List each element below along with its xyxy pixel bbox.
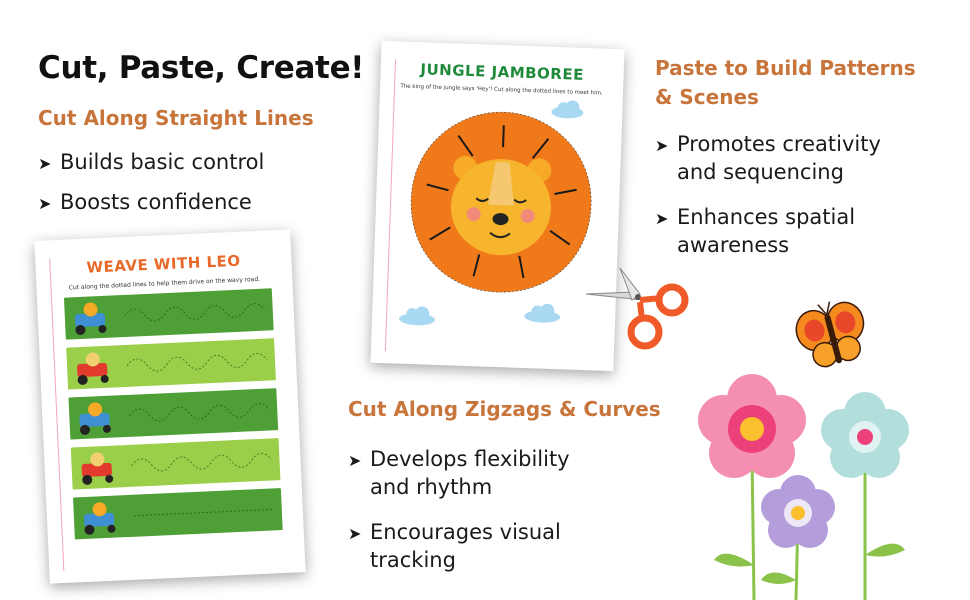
bullet-text: Develops flexibility and rhythm xyxy=(370,445,570,501)
heading-line: Paste to Build Patterns xyxy=(655,56,916,80)
margin-line xyxy=(384,59,398,352)
bullet-line: awareness xyxy=(677,233,790,257)
bullet-line: Enhances spatial xyxy=(677,205,856,229)
bullet-line: tracking xyxy=(370,548,456,572)
wavy-line xyxy=(131,452,272,472)
bullet-line: Encourages visual xyxy=(370,520,561,544)
cloud-icon xyxy=(524,303,561,323)
worksheet-subtitle: The king of the jungle says 'Hey'! Cut a… xyxy=(400,83,603,97)
worksheet-weave-with-leo: WEAVE WITH LEO Cut along the dotted line… xyxy=(34,229,306,584)
bullet-line: and sequencing xyxy=(677,160,844,184)
heading-zigzags-curves: Cut Along Zigzags & Curves xyxy=(348,397,661,421)
arrow-bullet-icon: ➤ xyxy=(348,524,362,543)
bullet-item: ➤ Builds basic control xyxy=(38,148,264,178)
tractor-icon xyxy=(74,302,107,335)
worksheet-title: WEAVE WITH LEO xyxy=(86,251,241,277)
bullet-item: ➤ Enhances spatial awareness xyxy=(655,203,855,259)
wavy-line xyxy=(128,402,270,422)
tractor-icon xyxy=(81,452,114,485)
cutting-strip xyxy=(66,338,276,390)
bullet-text: Boosts confidence xyxy=(60,190,252,214)
worksheet-jungle-jamboree: JUNGLE JAMBOREE The king of the jungle s… xyxy=(370,40,625,372)
heading-straight-lines: Cut Along Straight Lines xyxy=(38,106,314,130)
scissors-icon xyxy=(585,267,689,350)
arrow-bullet-icon: ➤ xyxy=(655,209,669,228)
arrow-bullet-icon: ➤ xyxy=(655,136,669,155)
arrow-bullet-icon: ➤ xyxy=(38,154,52,173)
heading-line: & Scenes xyxy=(655,85,759,109)
bullet-text: Enhances spatial awareness xyxy=(677,203,855,259)
tractor-icon xyxy=(83,502,116,535)
heading-paste-patterns: Paste to Build Patterns & Scenes xyxy=(655,54,916,112)
bullet-item: ➤ Promotes creativity and sequencing xyxy=(655,130,881,186)
bullet-line: Promotes creativity xyxy=(677,132,881,156)
cutting-strip xyxy=(68,388,279,440)
lion-icon xyxy=(410,111,592,293)
wavy-line xyxy=(133,508,274,517)
bullet-text: Promotes creativity and sequencing xyxy=(677,130,881,186)
tractor-icon xyxy=(77,352,109,385)
butterfly-icon xyxy=(795,301,865,368)
margin-line xyxy=(49,258,66,572)
cloud-icon xyxy=(399,306,435,326)
worksheet-title: JUNGLE JAMBOREE xyxy=(420,60,585,84)
cloud-icon xyxy=(551,100,584,119)
tractor-icon xyxy=(79,402,111,435)
flower-icon xyxy=(698,374,909,600)
arrow-bullet-icon: ➤ xyxy=(348,451,362,470)
cutting-strip xyxy=(63,288,274,340)
cutting-strip xyxy=(73,488,283,540)
bullet-text: Encourages visual tracking xyxy=(370,518,561,574)
bullet-text: Builds basic control xyxy=(60,150,265,174)
page-title: Cut, Paste, Create! xyxy=(38,50,365,86)
wavy-line xyxy=(126,353,268,372)
bullet-item: ➤ Boosts confidence xyxy=(38,188,252,218)
bullet-item: ➤ Develops flexibility and rhythm xyxy=(348,445,570,501)
arrow-bullet-icon: ➤ xyxy=(38,194,52,213)
bullet-line: Develops flexibility xyxy=(370,447,570,471)
wavy-line xyxy=(124,303,266,322)
bullet-line: and rhythm xyxy=(370,475,493,499)
bullet-item: ➤ Encourages visual tracking xyxy=(348,518,561,574)
cutting-strip xyxy=(70,438,281,490)
